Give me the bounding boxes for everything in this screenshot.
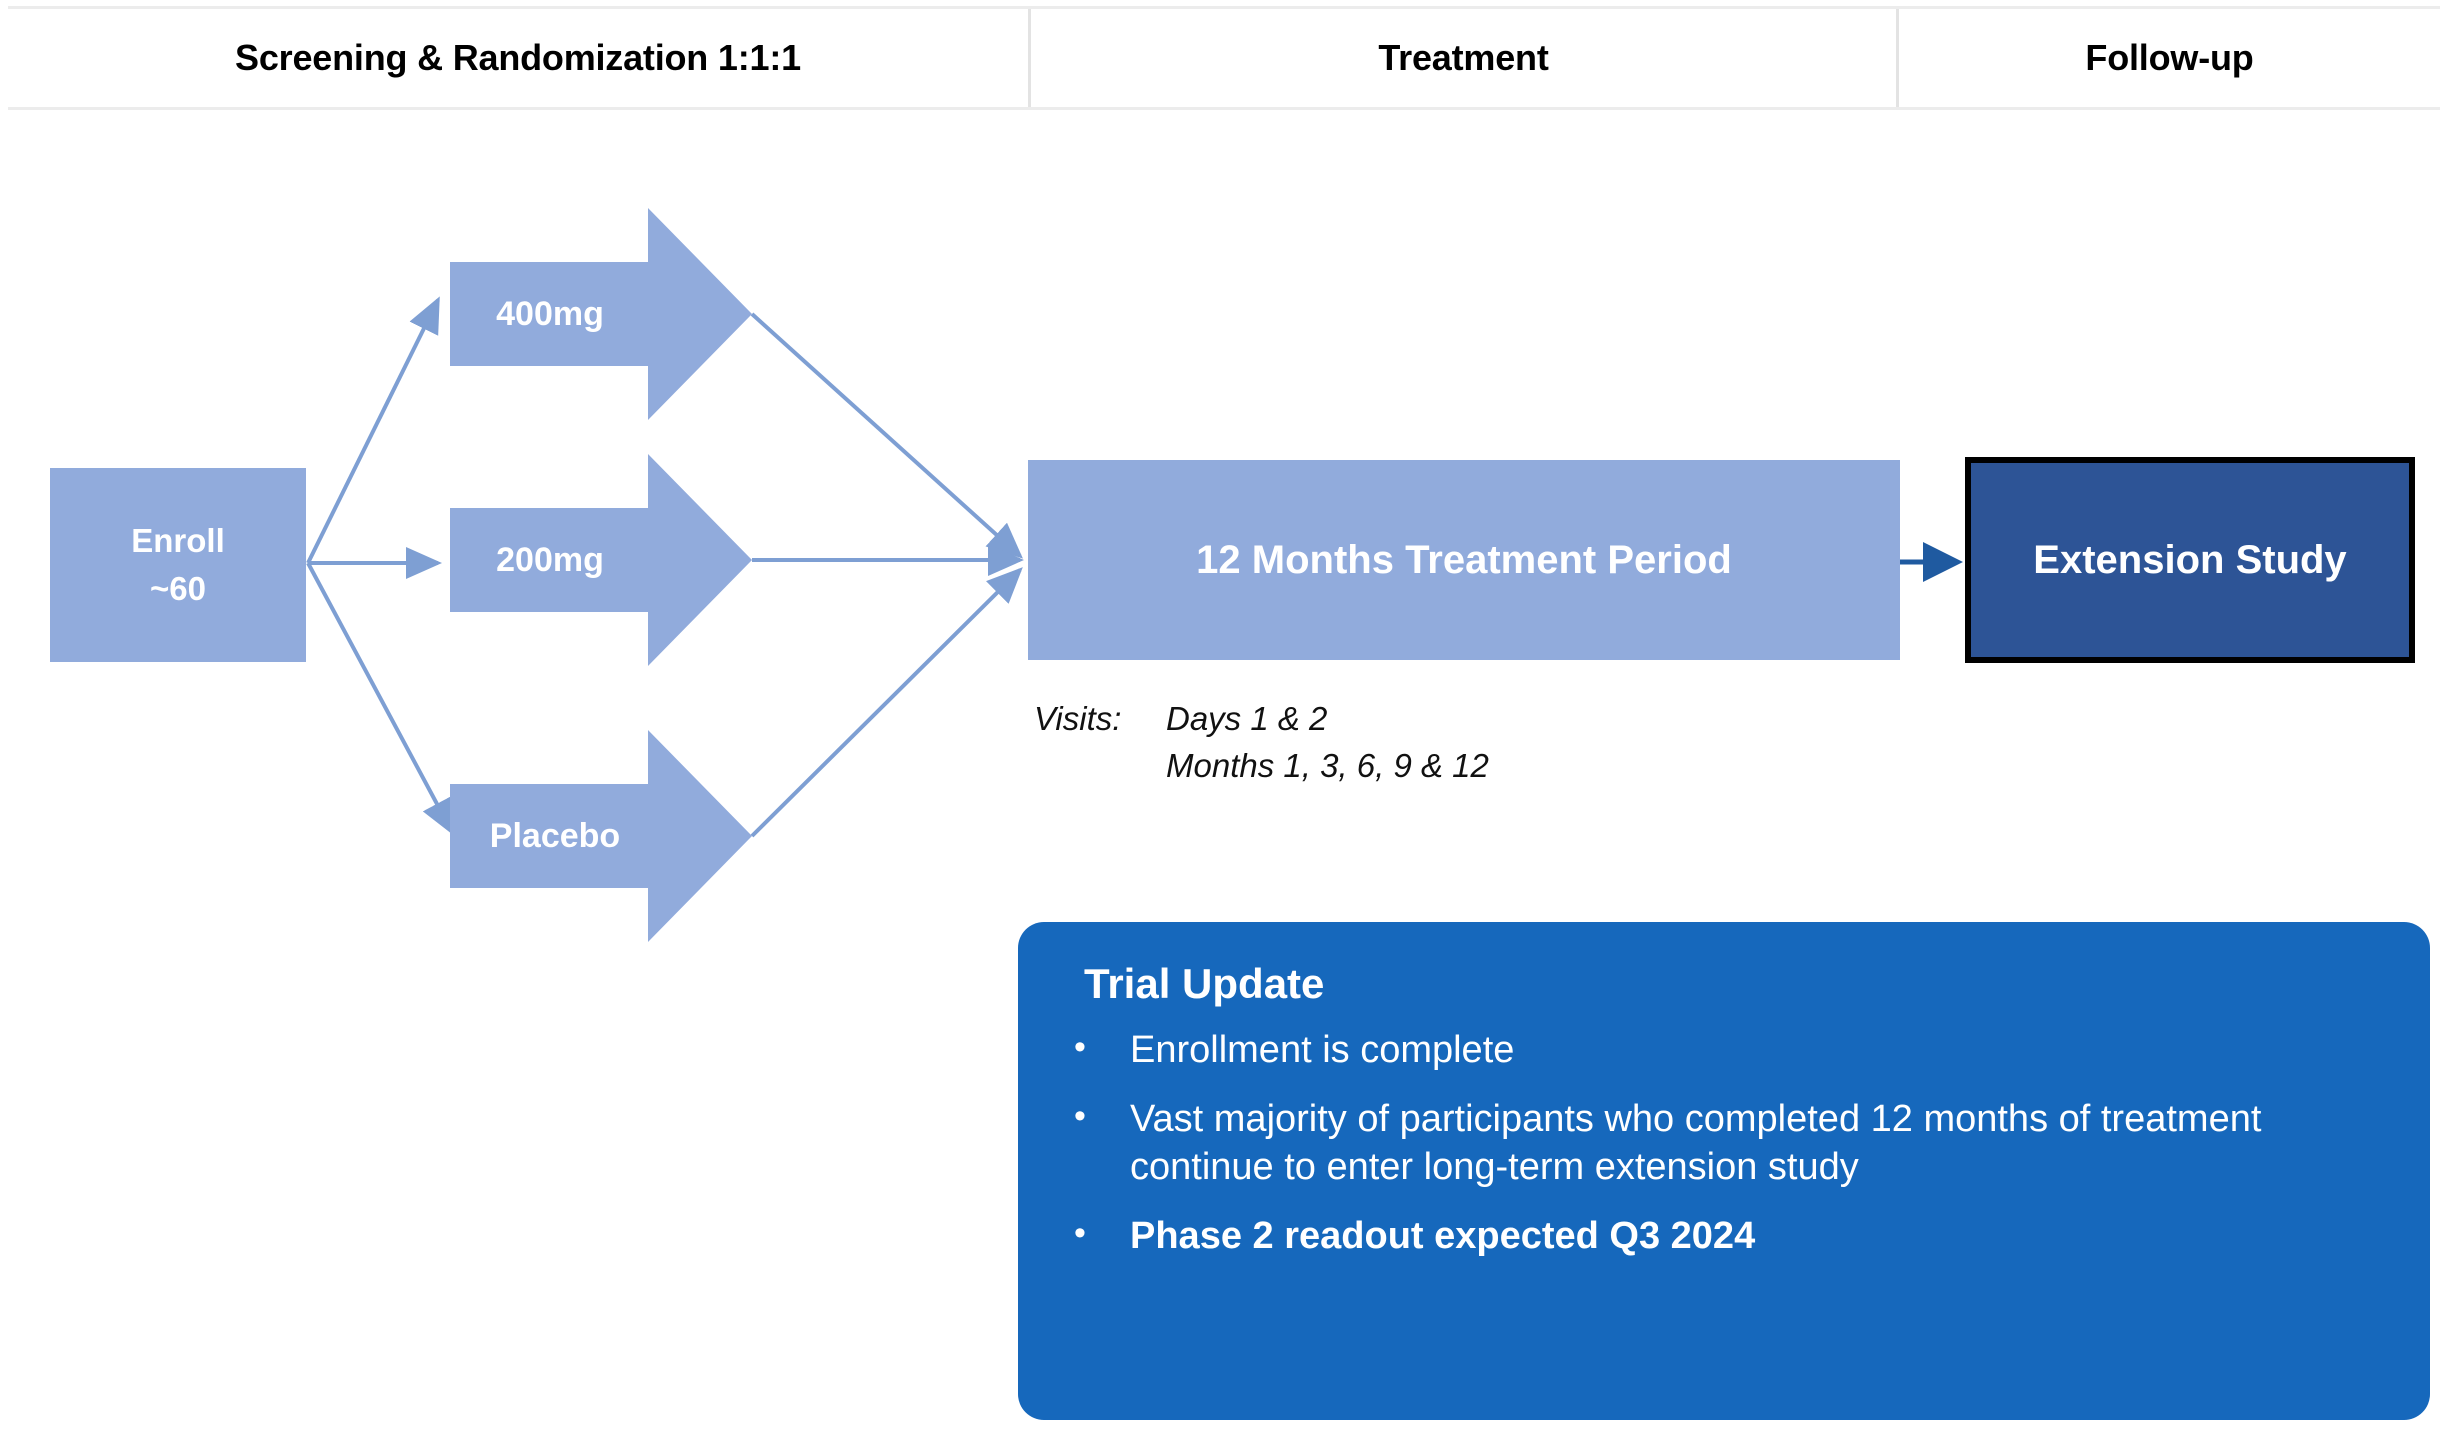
trial-update-callout: Trial Update • Enrollment is complete • … — [1018, 922, 2430, 1420]
visits-annotation: Visits: Days 1 & 2 Months 1, 3, 6, 9 & 1… — [1034, 696, 1489, 790]
list-item: • Enrollment is complete — [1062, 1026, 2386, 1075]
visits-line-months: Months 1, 3, 6, 9 & 12 — [1166, 746, 1489, 784]
connector-placebo-to-treatment — [750, 567, 1023, 838]
connector-enroll-to-400mg — [306, 296, 440, 564]
bullet-text: Phase 2 readout expected Q3 2024 — [1130, 1214, 1756, 1257]
extension-study-box — [1965, 457, 2415, 663]
phase-cell-screening: Screening & Randomization 1:1:1 — [8, 9, 1028, 107]
visits-line-days: Days 1 & 2 — [1166, 700, 1328, 737]
connector-enroll-to-placebo — [306, 562, 454, 836]
visits-label: Visits: — [1034, 700, 1122, 737]
trial-update-title: Trial Update — [1084, 960, 1325, 1007]
phase-label-screening: Screening & Randomization 1:1:1 — [235, 37, 801, 78]
bullet-icon: • — [1074, 1096, 1086, 1135]
phase-cell-treatment: Treatment — [1028, 9, 1896, 107]
list-item: • Vast majority of participants who comp… — [1062, 1095, 2386, 1192]
bullet-icon: • — [1074, 1213, 1086, 1252]
bullet-text: Vast majority of participants who comple… — [1130, 1097, 2262, 1189]
phase-cell-followup: Follow-up — [1896, 9, 2440, 107]
phase-header-bar: Screening & Randomization 1:1:1 Treatmen… — [8, 6, 2440, 110]
arm-arrow-placebo — [450, 730, 752, 942]
bullet-icon: • — [1074, 1028, 1086, 1066]
enroll-box — [50, 468, 306, 662]
visits-lines: Days 1 & 2 Months 1, 3, 6, 9 & 12 — [1166, 696, 1489, 790]
connector-400mg-to-treatment — [750, 312, 1023, 559]
phase-label-treatment: Treatment — [1378, 37, 1549, 78]
list-item: • Phase 2 readout expected Q3 2024 — [1062, 1212, 2386, 1261]
treatment-period-box — [1028, 460, 1900, 660]
arm-arrow-200mg — [450, 454, 752, 666]
arm-arrow-400mg — [450, 208, 752, 420]
bullet-text: Enrollment is complete — [1130, 1029, 1515, 1071]
trial-update-bullet-list: • Enrollment is complete • Vast majority… — [1062, 1026, 2386, 1261]
phase-label-followup: Follow-up — [2085, 37, 2254, 78]
